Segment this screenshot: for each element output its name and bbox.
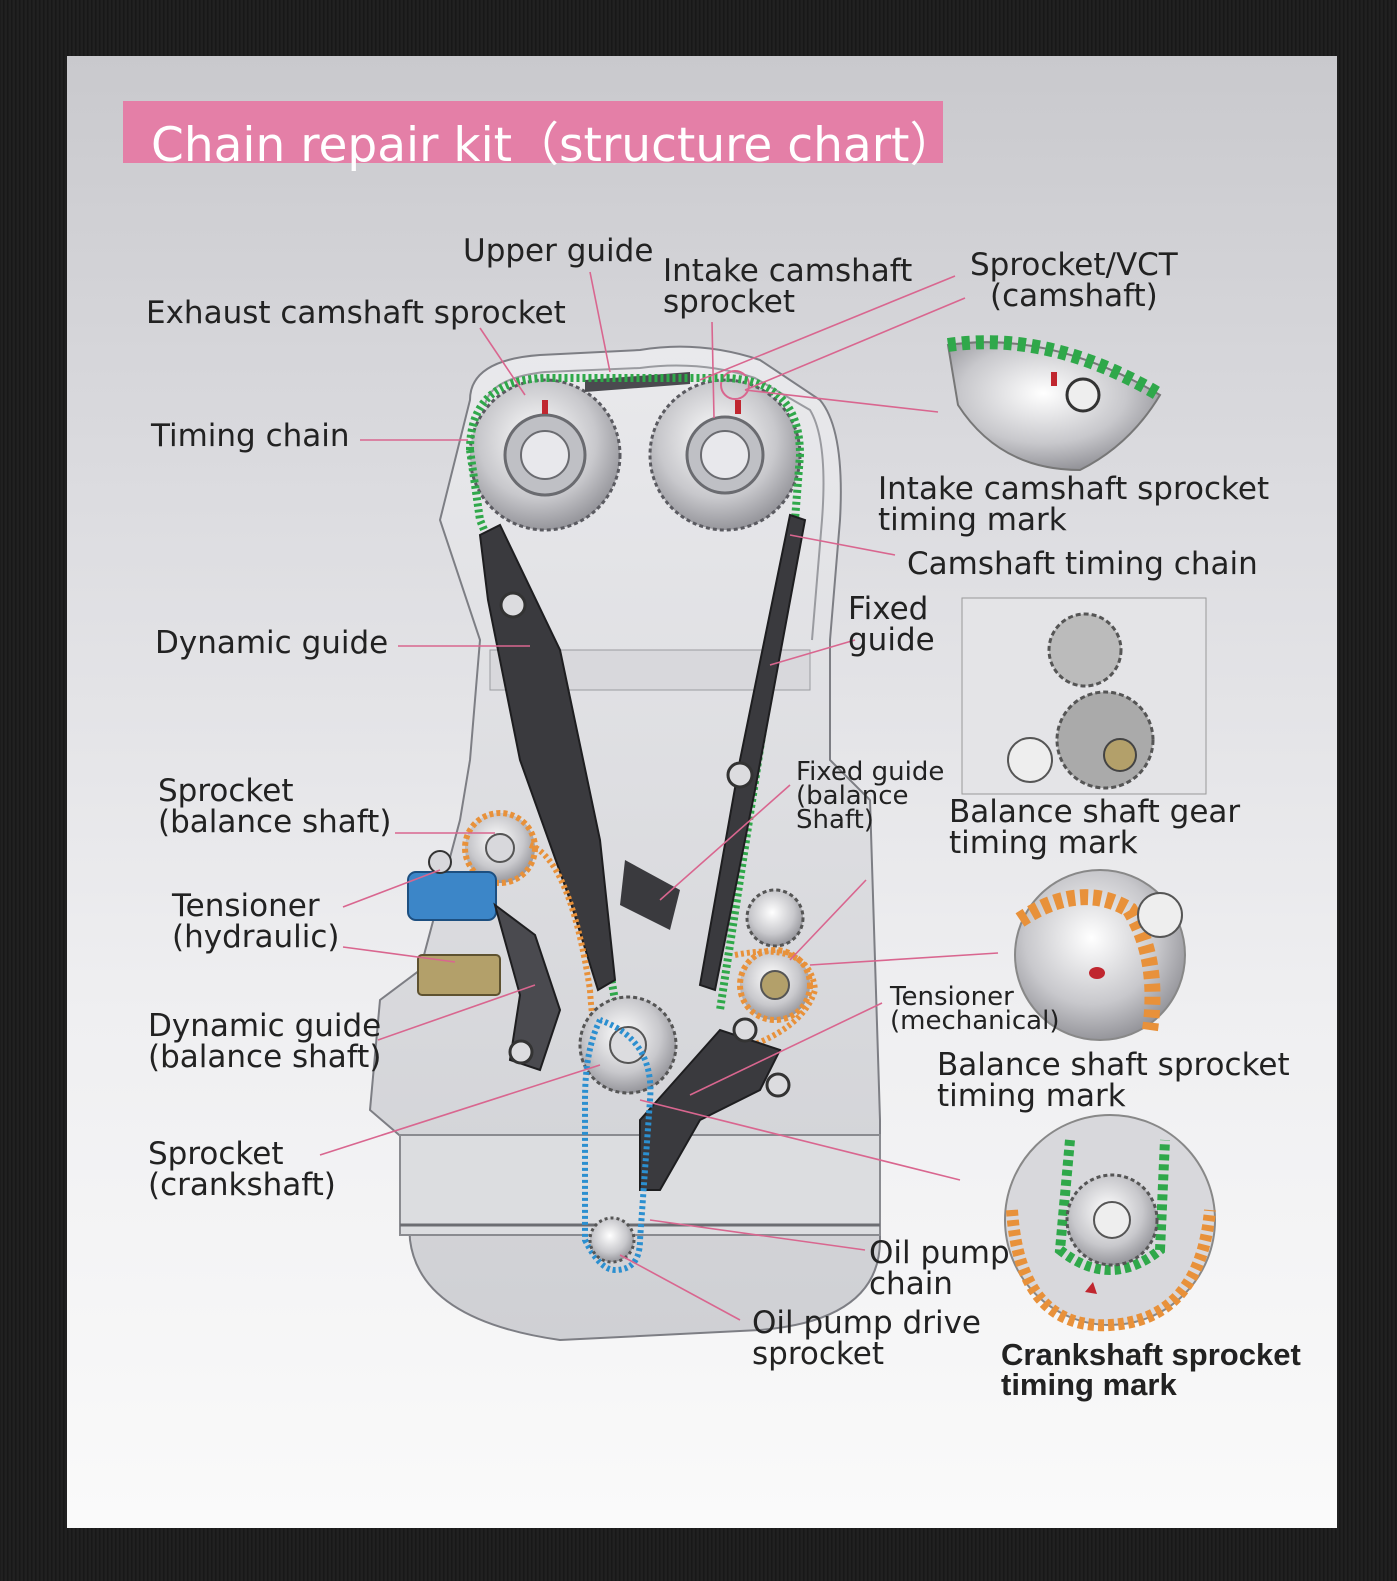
oil-pump-drive-sprocket xyxy=(588,1216,636,1264)
inset-balance-gear-timing-mark xyxy=(961,597,1207,795)
inset-intake-timing-mark xyxy=(946,335,1164,472)
label-camshaft-timing-chain: Camshaft timing chain xyxy=(907,546,1258,582)
label-tensioner-hydraulic: Tensioner (hydraulic) xyxy=(172,888,340,955)
label-fixed-guide-balance-shaft: Fixed guide (balance Shaft) xyxy=(796,757,945,835)
label-fixed-guide: Fixed guide xyxy=(848,591,935,658)
exhaust-camshaft-sprocket xyxy=(468,378,622,532)
label-dynamic-guide: Dynamic guide xyxy=(155,625,389,661)
label-sprocket-balance-shaft: Sprocket (balance shaft) xyxy=(158,773,392,840)
label-crank-timing-mark: Crankshaft sprocket timing mark xyxy=(1001,1337,1301,1402)
leader-lines xyxy=(319,271,999,1321)
inset-crank-timing-mark xyxy=(1004,1114,1216,1332)
page-title: Chain repair kit（structure chart） xyxy=(151,118,957,173)
balance-shaft-sprocket xyxy=(462,810,538,886)
label-intake-camshaft-sprocket: Intake camshaft sprocket xyxy=(663,253,913,320)
label-balance-sprocket-timing-mark: Balance shaft sprocket timing mark xyxy=(937,1047,1290,1114)
inset-balance-sprocket-timing-mark xyxy=(1014,869,1186,1041)
label-timing-chain: Timing chain xyxy=(151,418,350,454)
balance-shaft-chain xyxy=(528,842,819,1093)
engine-block xyxy=(368,345,881,1342)
balance-shaft-gears xyxy=(737,888,813,1023)
fixed-guide-balance-shaft xyxy=(620,860,680,930)
fixed-guide xyxy=(698,513,807,992)
intake-camshaft-sprocket xyxy=(648,370,802,532)
label-oil-pump-chain: Oil pump chain xyxy=(869,1235,1010,1302)
label-intake-timing-mark: Intake camshaft sprocket timing mark xyxy=(878,471,1270,538)
label-sprocket-vct: Sprocket/VCT (camshaft) xyxy=(970,247,1178,314)
dynamic-guide xyxy=(478,523,617,992)
hydraulic-tensioner xyxy=(407,850,501,996)
label-exhaust-camshaft-sprocket: Exhaust camshaft sprocket xyxy=(146,295,566,331)
label-tensioner-mechanical: Tensioner (mechanical) xyxy=(890,982,1060,1036)
crankshaft-sprocket xyxy=(578,995,678,1095)
oil-pump-chain xyxy=(582,1017,654,1274)
label-dynamic-guide-balance-shaft: Dynamic guide (balance shaft) xyxy=(148,1008,382,1075)
label-oil-pump-drive-sprocket: Oil pump drive sprocket xyxy=(752,1305,981,1372)
label-sprocket-crankshaft: Sprocket (crankshaft) xyxy=(148,1136,336,1203)
label-balance-gear-timing-mark: Balance shaft gear timing mark xyxy=(949,794,1241,861)
label-upper-guide: Upper guide xyxy=(463,233,654,269)
title-banner: Chain repair kit（structure chart） xyxy=(123,101,956,173)
